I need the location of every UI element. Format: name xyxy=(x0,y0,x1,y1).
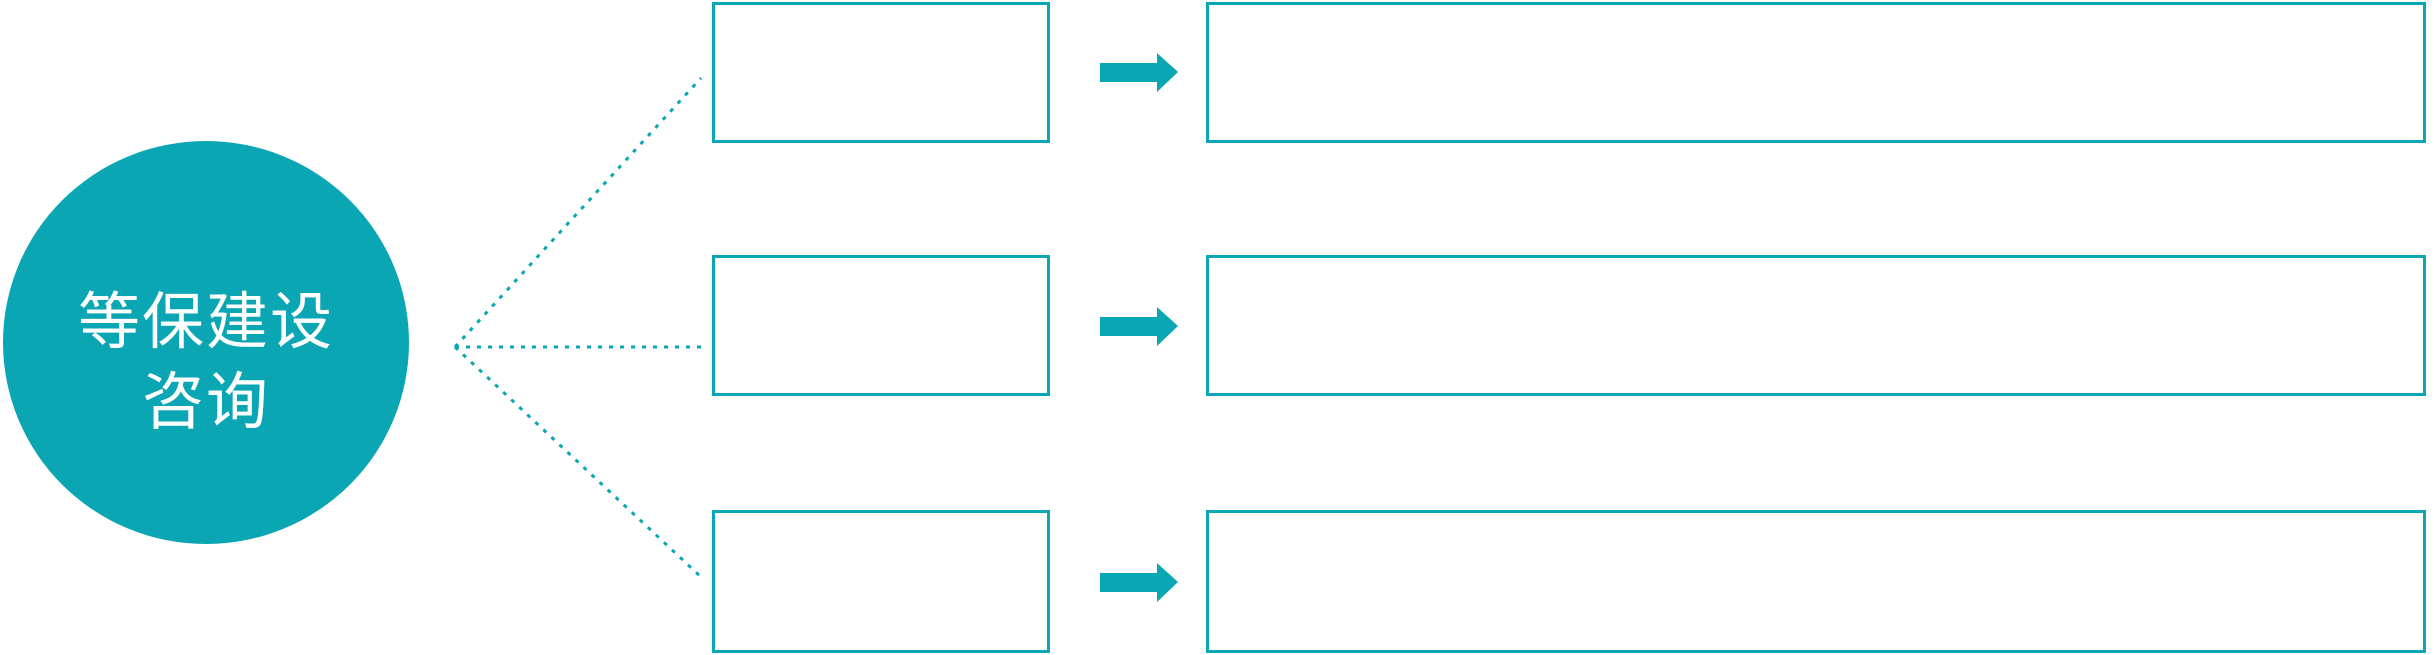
category-box-3 xyxy=(712,510,1050,653)
category-box-1 xyxy=(712,2,1050,143)
arrow-right-icon-row3 xyxy=(1100,563,1178,602)
root-node-label-line2: 咨询 xyxy=(141,367,270,437)
dotted-connector-bottom xyxy=(453,345,703,579)
category-box-2 xyxy=(712,255,1050,396)
detail-box-3 xyxy=(1206,510,2426,653)
root-node-label: 等保建设 咨询 xyxy=(78,283,334,443)
root-node-label-line1: 等保建设 xyxy=(77,287,334,357)
detail-box-2 xyxy=(1206,255,2426,396)
detail-box-1 xyxy=(1206,2,2426,143)
root-node-circle: 等保建设 咨询 xyxy=(3,141,409,544)
dotted-connector-top xyxy=(453,76,703,349)
arrow-right-icon-row1 xyxy=(1100,53,1178,92)
arrow-right-icon-row2 xyxy=(1100,307,1178,346)
